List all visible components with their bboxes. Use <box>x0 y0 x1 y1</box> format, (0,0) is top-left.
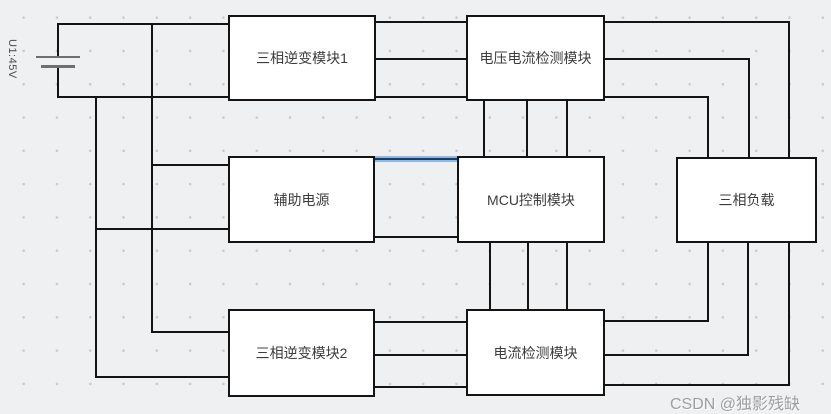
block-aux-power-label: 辅助电源 <box>273 191 330 208</box>
wire-aux-feed-bottom[interactable] <box>95 228 230 230</box>
wire-aux-mcu-bottom[interactable] <box>374 236 459 238</box>
block-aux-power[interactable]: 辅助电源 <box>228 156 375 243</box>
wire-aux-feed-top[interactable] <box>151 164 230 166</box>
wire-battery-lead-top[interactable] <box>57 23 59 58</box>
block-load-label: 三相负载 <box>718 192 775 208</box>
wire-inv2-cdet-phase1[interactable] <box>373 321 468 323</box>
wire-inv1-det-phase1[interactable] <box>374 21 468 23</box>
battery-plate-short[interactable] <box>41 65 75 68</box>
wire-det-load-phase1-v[interactable] <box>788 21 790 159</box>
wire-inv2-cdet-phase3[interactable] <box>373 386 468 388</box>
wire-cdet-load-phase2-v[interactable] <box>747 241 749 356</box>
battery-plate-long[interactable] <box>36 56 80 58</box>
wire-det-load-phase3-v[interactable] <box>707 96 709 159</box>
watermark: CSDN @独影残缺 <box>670 396 801 413</box>
block-current-detector[interactable]: 电流检测模块 <box>466 309 605 396</box>
battery-label: U1:45V <box>6 39 18 79</box>
wire-cdet-load-phase1-v[interactable] <box>707 241 709 322</box>
wire-inverter2-feed-bottom[interactable] <box>95 376 230 378</box>
wire-cdet-load-phase3-h[interactable] <box>603 384 790 386</box>
wire-mcu-cdet-1[interactable] <box>489 241 491 311</box>
wire-det-mcu-2[interactable] <box>526 100 528 158</box>
wire-det-load-phase1-h[interactable] <box>603 21 790 23</box>
wire-battery-top[interactable] <box>57 23 230 25</box>
block-load[interactable]: 三相负载 <box>676 157 817 243</box>
wire-inv2-cdet-phase2[interactable] <box>373 354 468 356</box>
wire-det-load-phase2-v[interactable] <box>748 58 750 159</box>
wire-cdet-load-phase3-v[interactable] <box>788 241 790 386</box>
wire-battery-bottom[interactable] <box>57 96 230 98</box>
block-mcu[interactable]: MCU控制模块 <box>457 156 605 243</box>
wire-inverter2-feed-top[interactable] <box>151 331 230 333</box>
block-inverter2[interactable]: 三相逆变模块2 <box>228 309 375 397</box>
wire-mcu-cdet-2[interactable] <box>527 241 529 311</box>
wire-cdet-load-phase1-h[interactable] <box>603 320 709 322</box>
wire-aux-mcu-selected[interactable] <box>374 158 459 160</box>
wire-rail-outer[interactable] <box>95 96 97 378</box>
wire-battery-lead-bottom[interactable] <box>57 66 59 98</box>
wire-inv1-det-phase2[interactable] <box>374 58 468 60</box>
wire-det-load-phase3-h[interactable] <box>603 96 709 98</box>
block-mcu-label: MCU控制模块 <box>487 191 575 208</box>
block-voltage-current-detector[interactable]: 电压电流检测模块 <box>466 15 605 101</box>
block-voltage-current-detector-label: 电压电流检测模块 <box>479 50 592 66</box>
wire-mcu-cdet-3[interactable] <box>566 241 568 311</box>
wire-det-mcu-1[interactable] <box>483 100 485 158</box>
block-inverter1-label: 三相逆变模块1 <box>256 50 348 66</box>
block-current-detector-label: 电流检测模块 <box>493 344 578 361</box>
wire-inv1-det-phase3[interactable] <box>374 96 468 98</box>
wire-det-mcu-3[interactable] <box>566 100 568 158</box>
wire-rail-inner[interactable] <box>151 23 153 333</box>
block-inverter1[interactable]: 三相逆变模块1 <box>228 15 376 101</box>
wire-cdet-load-phase2-h[interactable] <box>603 354 749 356</box>
wire-det-load-phase2-h[interactable] <box>603 58 750 60</box>
block-inverter2-label: 三相逆变模块2 <box>255 345 348 361</box>
